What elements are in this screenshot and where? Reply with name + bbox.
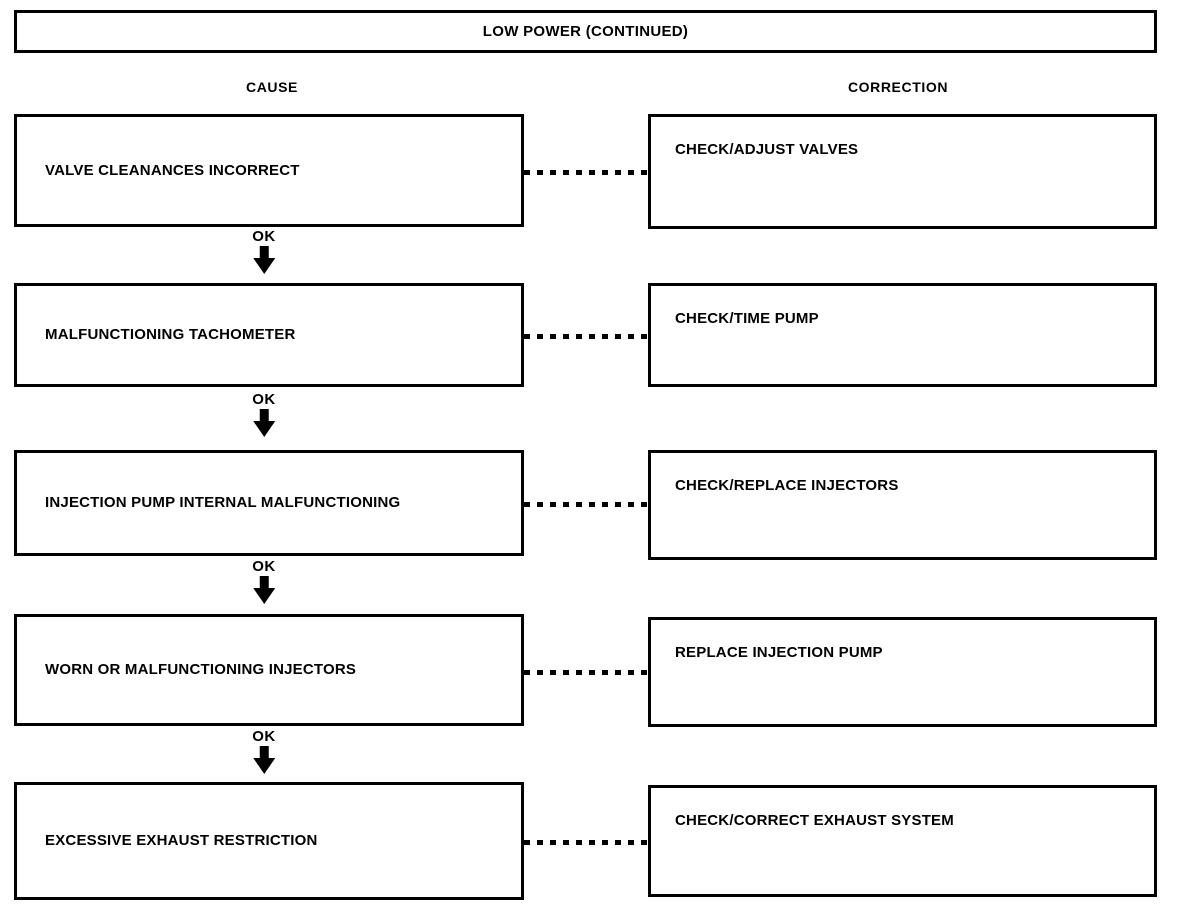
dotted-connector-4 — [524, 670, 650, 675]
ok-label-2: OK — [252, 391, 276, 408]
ok-connector-2: OK — [252, 392, 276, 437]
correction-box-3[interactable]: CHECK/REPLACE INJECTORS — [648, 450, 1157, 560]
column-header-correction: CORRECTION — [847, 79, 949, 95]
cause-label-3: INJECTION PUMP INTERNAL MALFUNCTIONING — [45, 494, 401, 512]
dotted-connector-5 — [524, 840, 650, 845]
dotted-connector-3 — [524, 502, 650, 507]
dotted-connector-2 — [524, 334, 650, 339]
correction-box-4[interactable]: REPLACE INJECTION PUMP — [648, 617, 1157, 727]
correction-label-3: CHECK/REPLACE INJECTORS — [675, 477, 899, 494]
ok-label-1: OK — [252, 228, 276, 245]
cause-label-5: EXCESSIVE EXHAUST RESTRICTION — [45, 832, 318, 850]
column-header-cause: CAUSE — [245, 79, 299, 95]
arrow-down-icon — [253, 409, 275, 437]
cause-box-5[interactable]: EXCESSIVE EXHAUST RESTRICTION — [14, 782, 524, 900]
cause-box-1[interactable]: VALVE CLEANANCES INCORRECT — [14, 114, 524, 227]
correction-label-4: REPLACE INJECTION PUMP — [675, 644, 883, 661]
chart-header-box: LOW POWER (CONTINUED) — [14, 10, 1157, 53]
correction-label-5: CHECK/CORRECT EXHAUST SYSTEM — [675, 812, 954, 829]
correction-box-1[interactable]: CHECK/ADJUST VALVES — [648, 114, 1157, 229]
ok-connector-3: OK — [252, 559, 276, 604]
dotted-connector-1 — [524, 170, 650, 175]
cause-box-4[interactable]: WORN OR MALFUNCTIONING INJECTORS — [14, 614, 524, 726]
correction-label-1: CHECK/ADJUST VALVES — [675, 141, 859, 158]
correction-label-2: CHECK/TIME PUMP — [675, 310, 819, 327]
cause-box-2[interactable]: MALFUNCTIONING TACHOMETER — [14, 283, 524, 387]
cause-box-3[interactable]: INJECTION PUMP INTERNAL MALFUNCTIONING — [14, 450, 524, 556]
ok-label-4: OK — [252, 728, 276, 745]
ok-connector-4: OK — [252, 729, 276, 774]
cause-label-1: VALVE CLEANANCES INCORRECT — [45, 161, 300, 179]
correction-box-5[interactable]: CHECK/CORRECT EXHAUST SYSTEM — [648, 785, 1157, 897]
page-title: LOW POWER (CONTINUED) — [482, 23, 689, 40]
cause-label-4: WORN OR MALFUNCTIONING INJECTORS — [45, 661, 357, 679]
ok-label-3: OK — [252, 558, 276, 575]
arrow-down-icon — [253, 576, 275, 604]
cause-label-2: MALFUNCTIONING TACHOMETER — [45, 326, 296, 344]
ok-connector-1: OK — [252, 229, 276, 274]
arrow-down-icon — [253, 746, 275, 774]
arrow-down-icon — [253, 246, 275, 274]
correction-box-2[interactable]: CHECK/TIME PUMP — [648, 283, 1157, 387]
